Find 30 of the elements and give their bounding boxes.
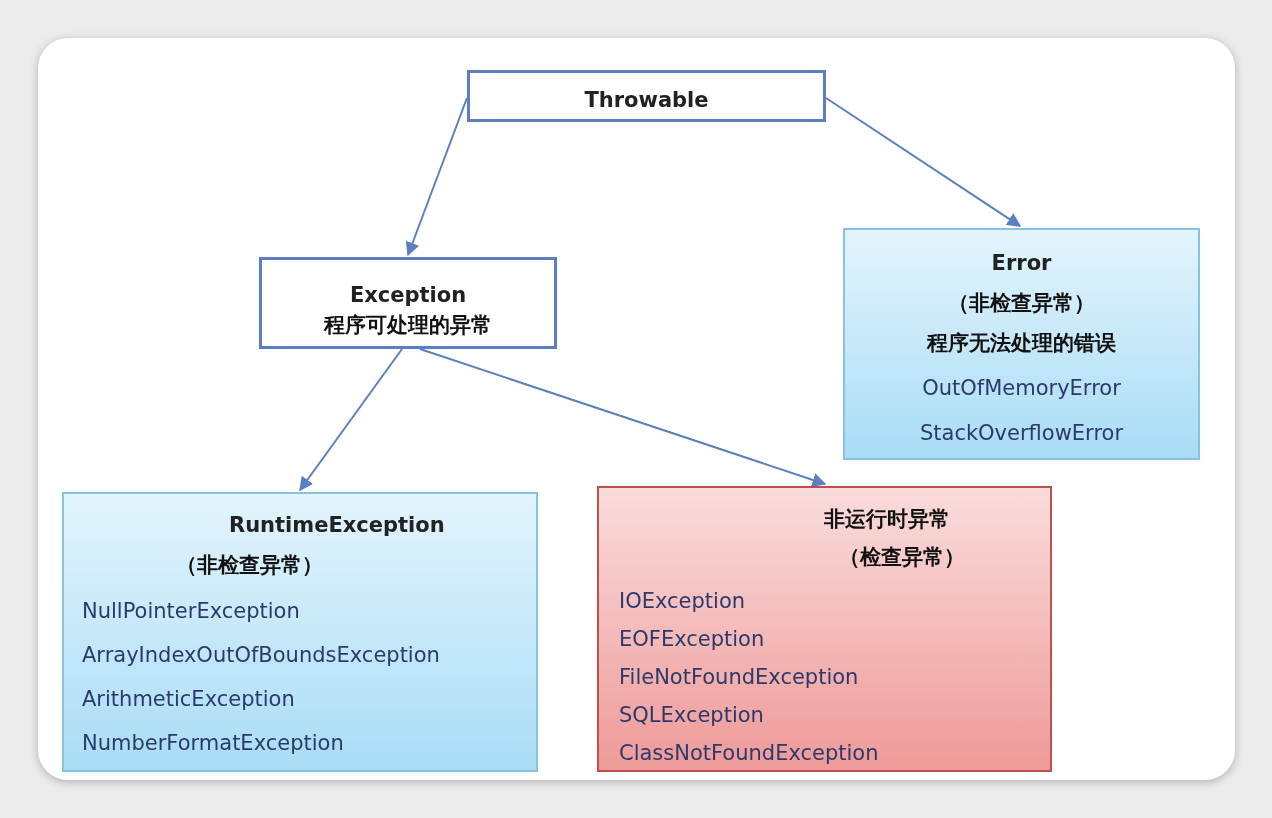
arrow (825, 97, 1022, 227)
arrow (419, 348, 827, 487)
exception-name: NumberFormatException (82, 730, 344, 756)
exception-name: ArithmeticException (82, 686, 295, 712)
arrow (405, 97, 468, 257)
exception-name: ClassNotFoundException (619, 740, 879, 766)
class-box (259, 257, 557, 349)
note-text: （非检查异常） (176, 552, 323, 578)
exception-name: SQLException (619, 702, 764, 728)
exception-name: FileNotFoundException (619, 664, 859, 690)
class-box (597, 486, 1052, 772)
exception-name: IOException (619, 588, 746, 614)
class-name: Exception (348, 282, 468, 308)
note-text: 非运行时异常 (824, 506, 950, 532)
note-text: 程序无法处理的错误 (925, 330, 1117, 356)
note-text: （非检查异常） (947, 290, 1096, 316)
note-text: （检查异常） (839, 544, 965, 570)
exception-name: ArrayIndexOutOfBoundsException (82, 642, 440, 668)
note-text: 程序可处理的异常 (322, 312, 493, 338)
error-name: OutOfMemoryError (921, 375, 1122, 401)
exception-name: NullPointerException (82, 598, 300, 624)
class-name: Error (990, 250, 1053, 276)
class-box (62, 492, 538, 772)
error-name: StackOverflowError (918, 420, 1125, 446)
class-name: RuntimeException (229, 512, 445, 538)
arrow (299, 348, 403, 492)
class-box (467, 70, 826, 122)
class-box (843, 228, 1200, 460)
class-name: Throwable (583, 87, 710, 113)
exception-name: EOFException (619, 626, 765, 652)
